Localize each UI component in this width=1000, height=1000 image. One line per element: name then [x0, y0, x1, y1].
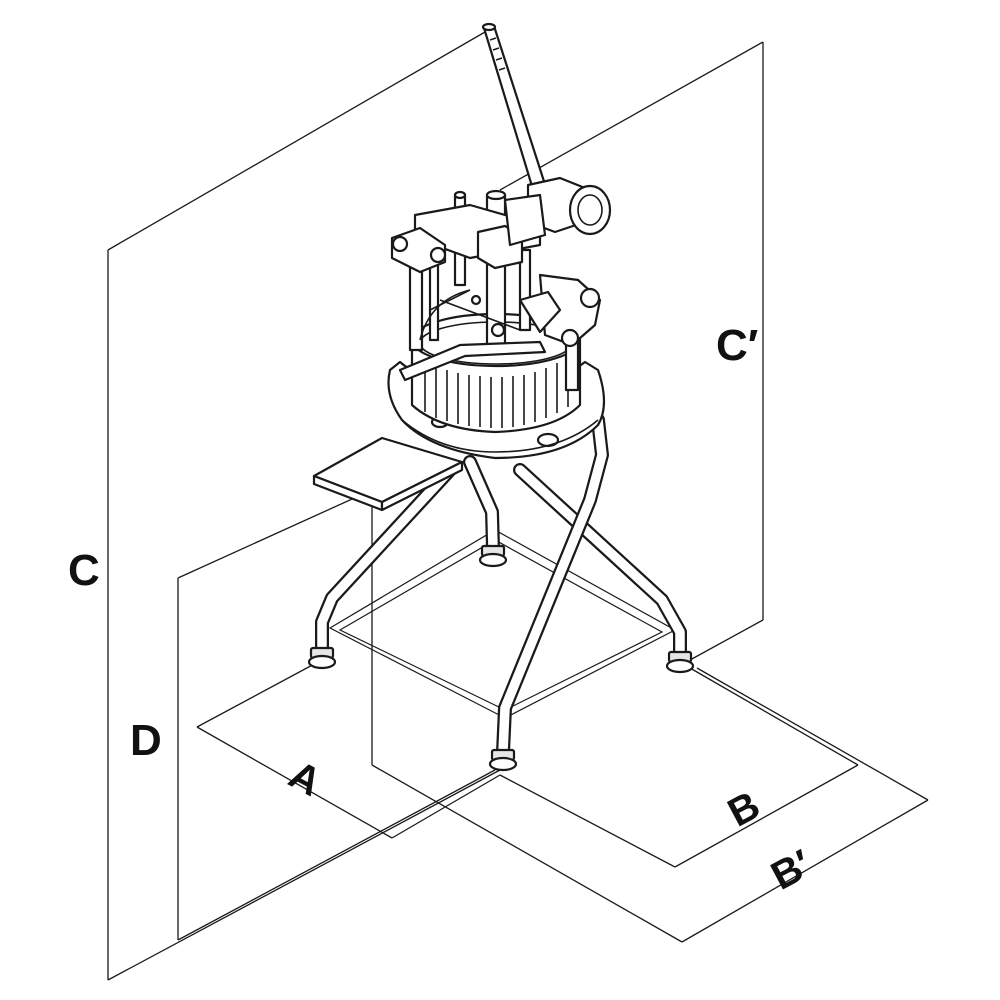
side-table: [312, 436, 464, 512]
dim-d-bottom-extension: [177, 769, 496, 941]
dim-b-prime-line: [681, 799, 929, 943]
dim-b-right-extension: [689, 667, 859, 766]
lower-frame-inner: [338, 539, 664, 711]
dim-b-prime-left-extension: [371, 764, 683, 943]
stand: [307, 413, 695, 772]
handle-knob[interactable]: [568, 184, 612, 236]
dim-d-top-extension: [177, 489, 373, 579]
upper-mechanism: [390, 189, 602, 392]
right-link: [518, 290, 562, 334]
dim-c-top-extension: [107, 31, 486, 251]
dim-c-prime-bottom-extension: [689, 619, 764, 661]
handle-rod[interactable]: [482, 24, 552, 208]
label-c: C: [68, 546, 100, 595]
plunger-rod-right: [518, 248, 532, 332]
lever-handle[interactable]: [481, 22, 612, 247]
dim-a-right-extension: [391, 774, 501, 839]
dim-b-prime-right-extension: [696, 667, 929, 801]
dim-c-prime-top-extension: [499, 41, 764, 191]
dimension-lines: [107, 31, 929, 981]
foot-front: [488, 748, 518, 772]
dim-a-left-extension: [196, 661, 319, 728]
foot-rear: [478, 544, 508, 568]
linkage-bar: [398, 340, 547, 382]
dim-a-line: [196, 726, 393, 839]
drum-blades: [424, 356, 569, 428]
label-d: D: [130, 716, 162, 765]
label-c-prime: C′: [716, 321, 758, 370]
foot-right: [665, 650, 695, 674]
dim-c-bottom-extension: [107, 769, 501, 981]
dim-b-left-extension: [499, 774, 676, 868]
foot-left: [307, 646, 337, 670]
dim-b-line: [674, 764, 859, 868]
handle-bracket: [503, 193, 547, 247]
label-b: B: [721, 783, 767, 835]
table-side-edge: [380, 460, 464, 512]
